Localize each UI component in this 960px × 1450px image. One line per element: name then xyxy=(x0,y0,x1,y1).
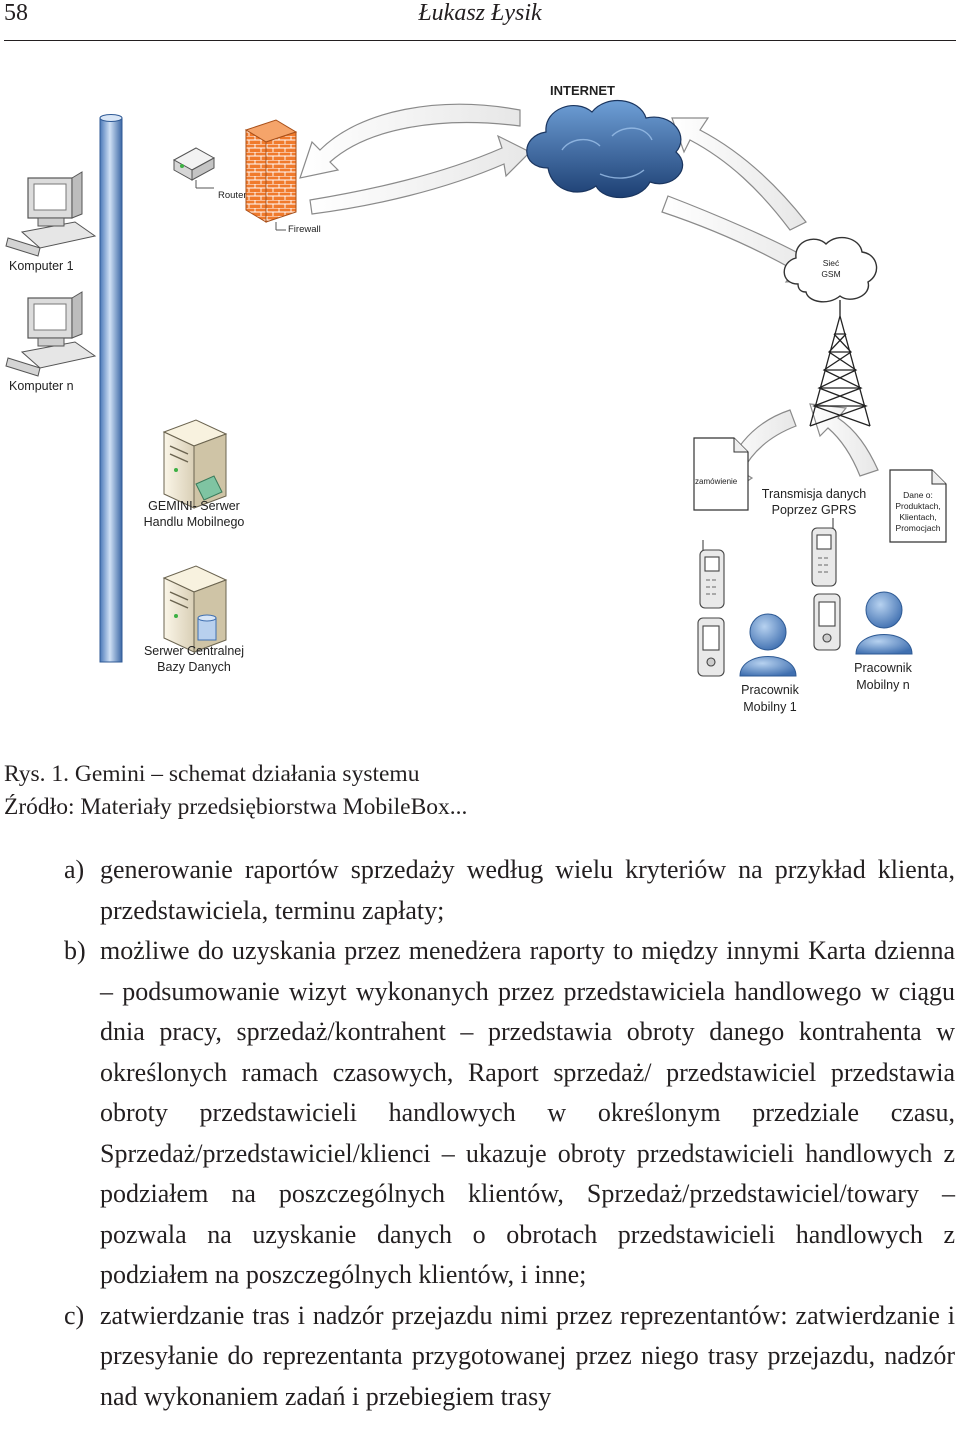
report-list: a) generowanie raportów sprzedaży według… xyxy=(0,850,960,1417)
database-server-icon xyxy=(162,565,228,653)
list-item: b) możliwe do uzyskania przez menedżera … xyxy=(0,931,960,1296)
gsm-cloud-icon xyxy=(783,236,878,303)
list-item-label: c) xyxy=(64,1300,85,1330)
label-gsm-line1: Sieć xyxy=(823,258,840,268)
label-pracownik-n-line2: Mobilny n xyxy=(856,678,910,692)
gemini-server-icon xyxy=(162,419,228,509)
label-gemini-line2: Handlu Mobilnego xyxy=(144,515,245,529)
label-zamowienie: zamówienie xyxy=(695,477,738,486)
list-item-label: a) xyxy=(64,855,85,884)
label-komputer-n: Komputer n xyxy=(9,379,74,393)
router-icon xyxy=(172,147,216,189)
running-head: Łukasz Łysik xyxy=(418,0,542,26)
page-header: 58 Łukasz Łysik xyxy=(0,0,960,44)
list-item: c) zatwierdzanie tras i nadzór przejazdu… xyxy=(0,1296,960,1418)
label-komputer-1: Komputer 1 xyxy=(9,259,74,273)
person-icon xyxy=(855,591,913,655)
caption-source: Źródło: Materiały przedsiębiorstwa Mobil… xyxy=(4,794,468,820)
label-firewall: Firewall xyxy=(288,224,321,235)
label-db-line1: Serwer Centralnej xyxy=(144,644,244,658)
diagram-svg: Komputer 1 Komputer n Router Firewall xyxy=(5,83,947,714)
list-item-text: możliwe do uzyskania przez menedżera rap… xyxy=(100,936,955,1289)
caption-title: Rys. 1. Gemini – schemat działania syste… xyxy=(4,761,420,787)
label-gprs-line1: Transmisja danych xyxy=(762,487,866,501)
person-icon xyxy=(739,613,797,677)
label-dane-line3: Klientach, xyxy=(899,512,936,522)
label-gsm-line2: GSM xyxy=(821,269,840,279)
gsm-tower-icon xyxy=(809,300,871,427)
firewall-icon xyxy=(244,119,298,231)
label-dane-line1: Dane o: xyxy=(903,490,933,500)
page-number: 58 xyxy=(4,0,28,26)
label-gprs-line2: Poprzez GPRS xyxy=(772,503,857,517)
header-rule xyxy=(4,40,956,41)
mobile-phone-icon xyxy=(699,540,725,609)
label-dane-line2: Produktach, xyxy=(895,501,940,511)
mobile-phone-icon xyxy=(811,518,837,587)
mobile-phone-icon xyxy=(697,617,725,677)
list-item: a) generowanie raportów sprzedaży według… xyxy=(0,850,960,931)
list-item-text: generowanie raportów sprzedaży według wi… xyxy=(100,855,955,925)
computer-1-icon xyxy=(5,171,97,257)
label-db-line2: Bazy Danych xyxy=(157,660,231,674)
list-item-label: b) xyxy=(64,936,86,965)
list-item-text: zatwierdzanie tras i nadzór przejazdu ni… xyxy=(100,1300,955,1411)
arrow-internet-to-firewall xyxy=(299,103,521,179)
label-pracownik-1-line2: Mobilny 1 xyxy=(743,700,797,714)
arrow-firewall-to-internet xyxy=(309,134,532,215)
order-document-icon xyxy=(693,437,749,511)
arrow-phones-to-tower xyxy=(809,403,879,477)
system-diagram: Komputer 1 Komputer n Router Firewall xyxy=(0,60,960,730)
label-pracownik-1-line1: Pracownik xyxy=(741,683,799,697)
data-document-icon xyxy=(889,469,947,543)
internet-cloud-icon xyxy=(526,99,684,199)
mobile-phone-icon xyxy=(813,593,841,651)
label-pracownik-n-line1: Pracownik xyxy=(854,661,912,675)
label-dane-line4: Promocjach xyxy=(896,523,941,533)
network-backbone xyxy=(99,114,123,663)
computer-n-icon xyxy=(5,291,97,377)
figure-caption: Rys. 1. Gemini – schemat działania syste… xyxy=(4,758,467,824)
label-gemini-line1: GEMINI- Serwer xyxy=(148,499,240,513)
label-internet: INTERNET xyxy=(550,83,615,98)
arrow-gsm-to-internet xyxy=(671,117,807,231)
label-router: Router xyxy=(218,190,247,201)
